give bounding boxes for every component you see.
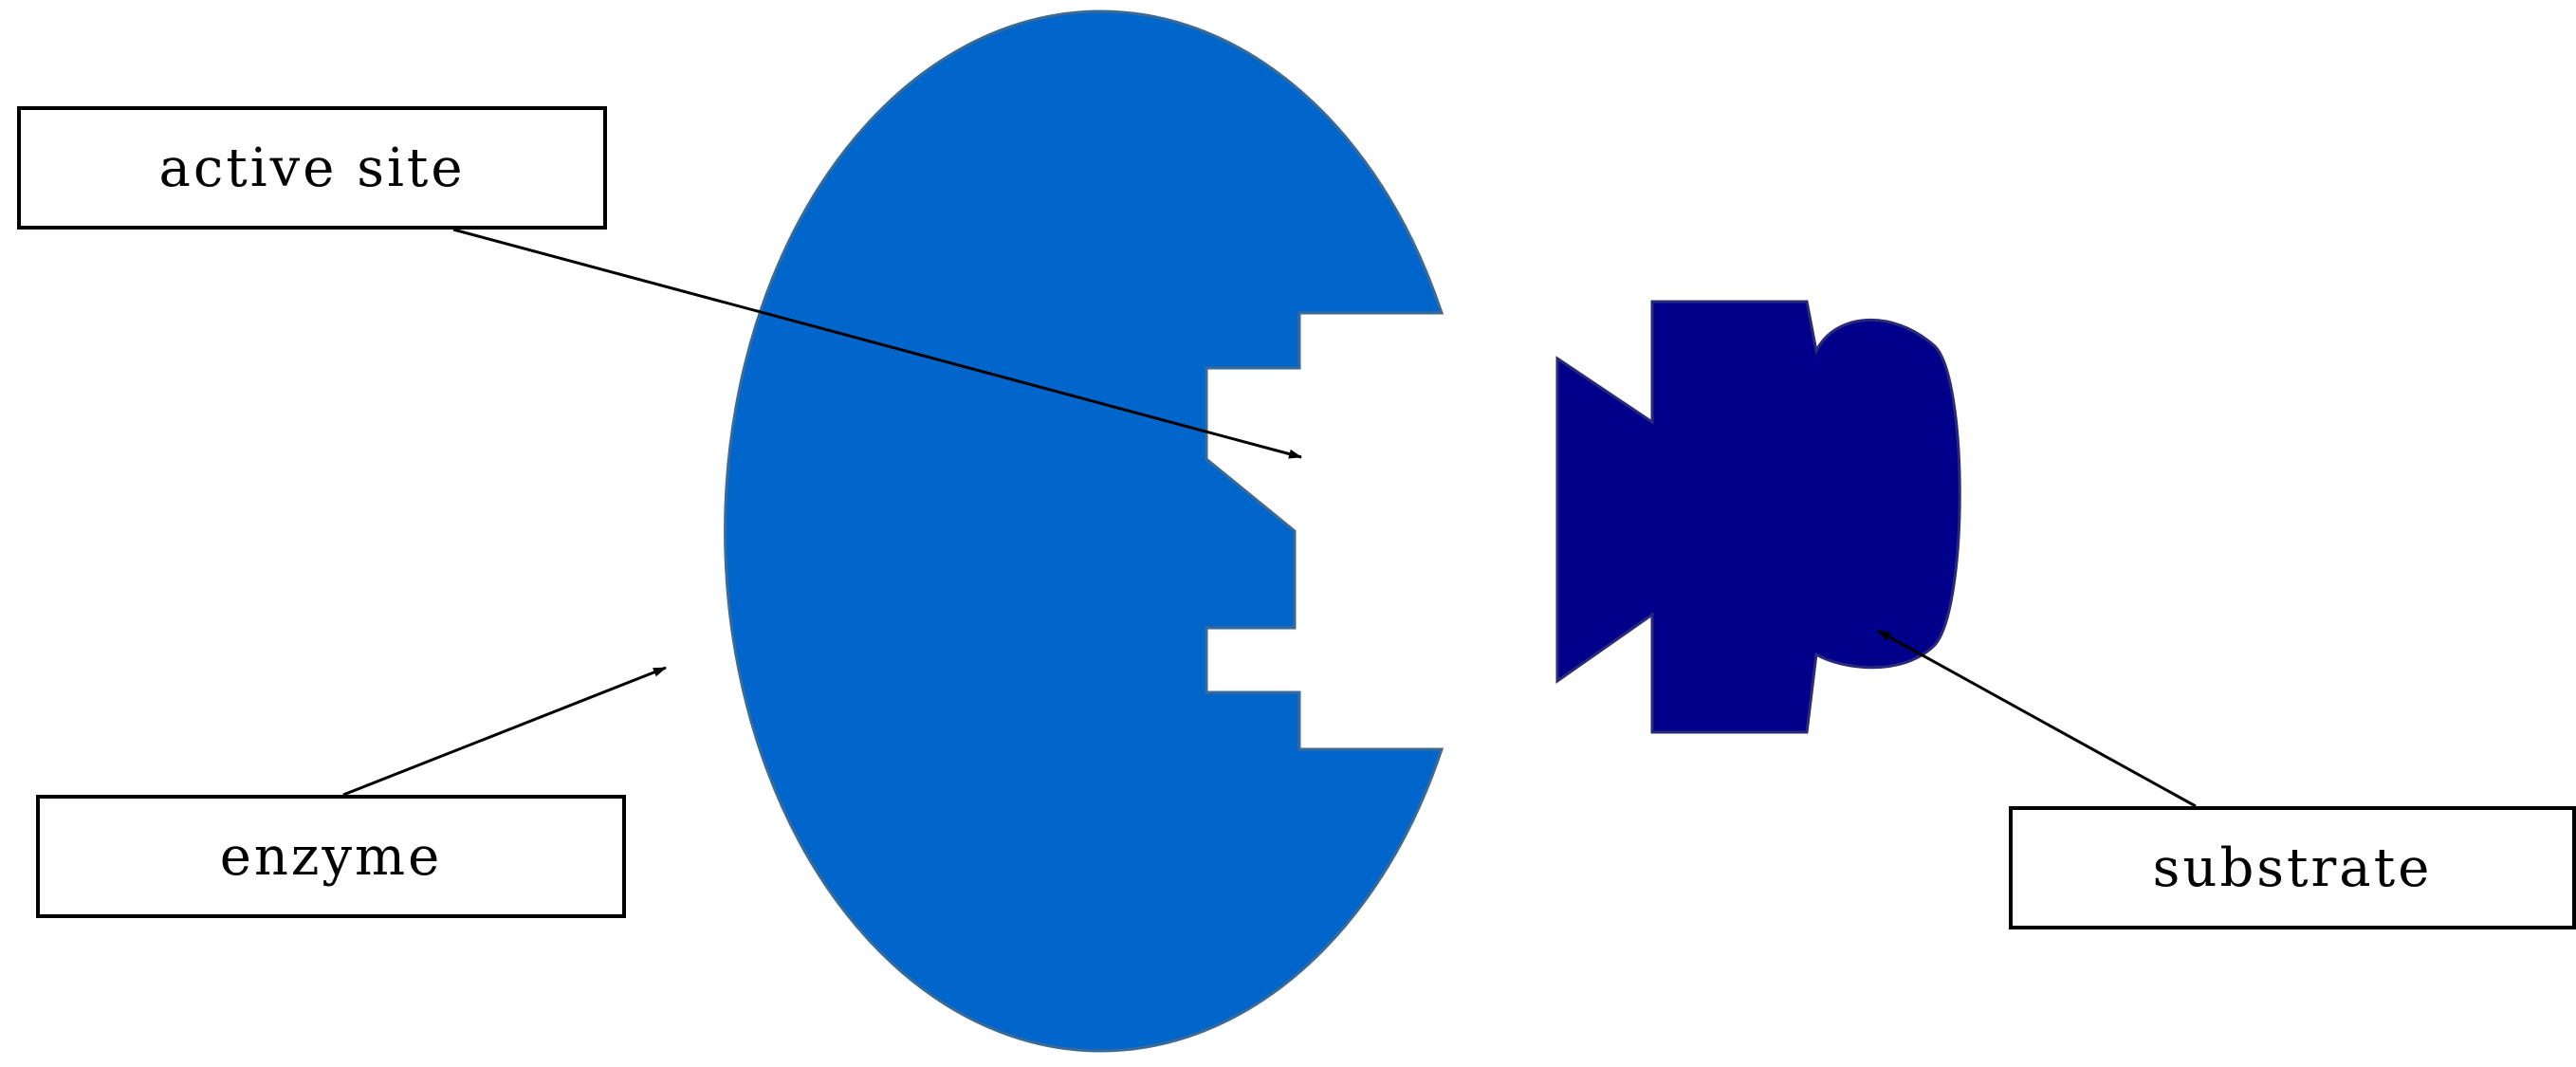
substrate-shape [1557, 302, 1960, 732]
enzyme-label-box: enzyme [36, 795, 626, 918]
enzyme-shape [726, 11, 1442, 1051]
substrate-label: substrate [2153, 837, 2433, 899]
enzyme-pointer-line [343, 668, 666, 795]
active-site-label: active site [158, 138, 465, 199]
substrate-pointer-line [1878, 631, 2196, 806]
substrate-label-box: substrate [2009, 806, 2576, 929]
active-site-label-box: active site [17, 106, 607, 230]
enzyme-label: enzyme [220, 826, 443, 888]
